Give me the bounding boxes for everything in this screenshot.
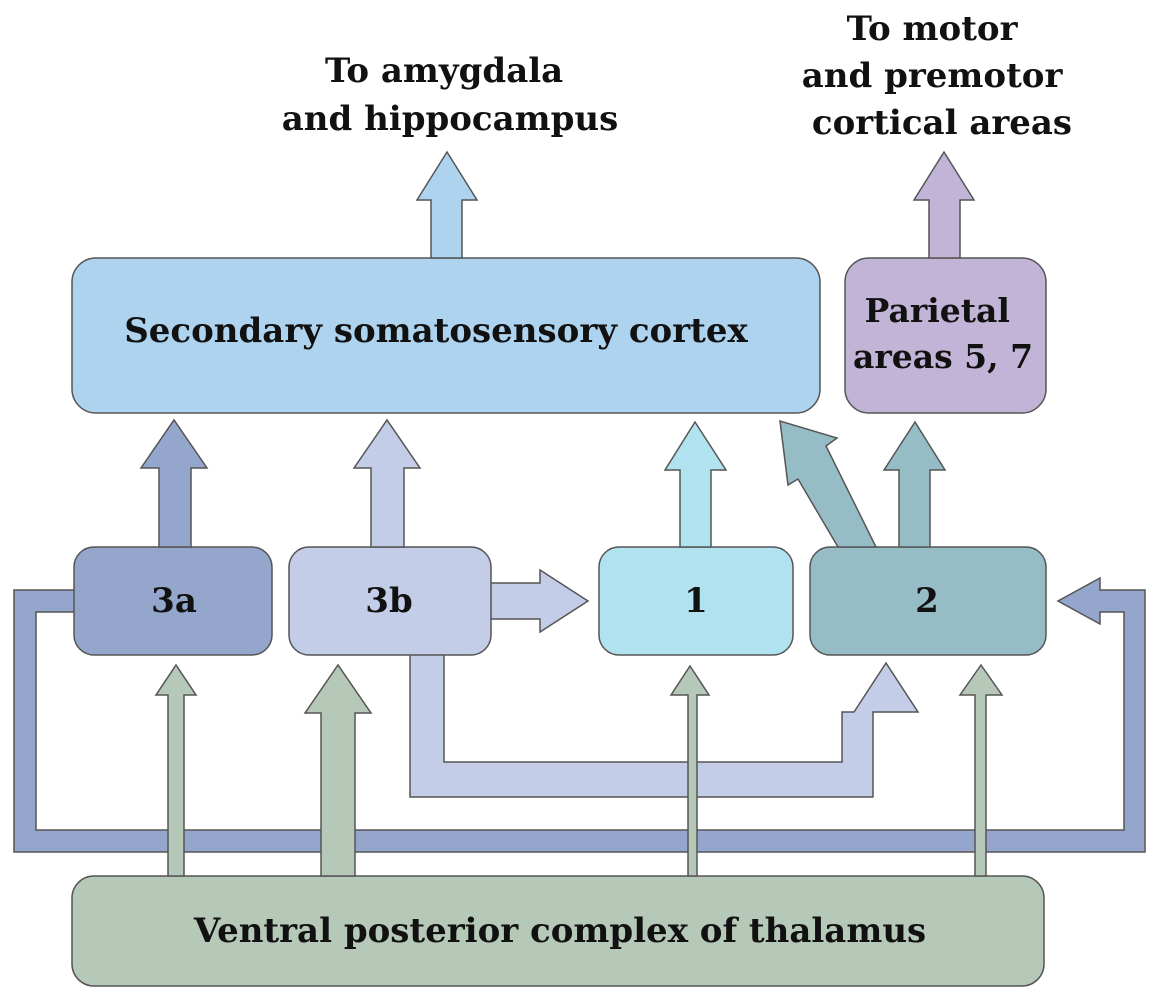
- area-2-label: 2: [915, 581, 939, 621]
- arrow-1-to-secondary: [663, 420, 728, 548]
- area-3a-label: 3a: [151, 581, 197, 621]
- arrow-3b-to-secondary: [352, 418, 422, 548]
- parietal-areas-box: [844, 257, 1047, 414]
- arrow-thalamus-to-3a: [154, 663, 198, 877]
- parietal-label: Parietal areas 5, 7: [853, 291, 1033, 376]
- arrow-2-to-secondary: [779, 419, 878, 548]
- secondary-cortex-label: Secondary somatosensory cortex: [124, 311, 748, 351]
- thalamus-label: Ventral posterior complex of thalamus: [193, 911, 926, 951]
- area-1-label: 1: [684, 581, 708, 621]
- arrow-parietal-to-motor: [912, 150, 976, 259]
- arrow-thalamus-to-1: [669, 664, 711, 877]
- arrow-thalamus-to-2: [958, 663, 1004, 877]
- arrow-3a-to-secondary: [139, 418, 209, 548]
- arrow-thalamus-to-3b: [303, 663, 373, 877]
- arrow-3b-to-1: [479, 568, 590, 634]
- arrow-3b-to-2-lower: [409, 639, 920, 798]
- to-motor-label: To motor and premotor cortical areas: [802, 9, 1074, 143]
- arrow-3a-to-2: [13, 576, 1146, 853]
- arrow-2-to-parietal: [882, 420, 947, 548]
- thalamus-box: [71, 875, 1045, 987]
- arrow-secondary-to-amygdala: [415, 150, 479, 259]
- to-amygdala-label: To amygdala and hippocampus: [282, 51, 619, 139]
- area-3b-label: 3b: [365, 581, 412, 621]
